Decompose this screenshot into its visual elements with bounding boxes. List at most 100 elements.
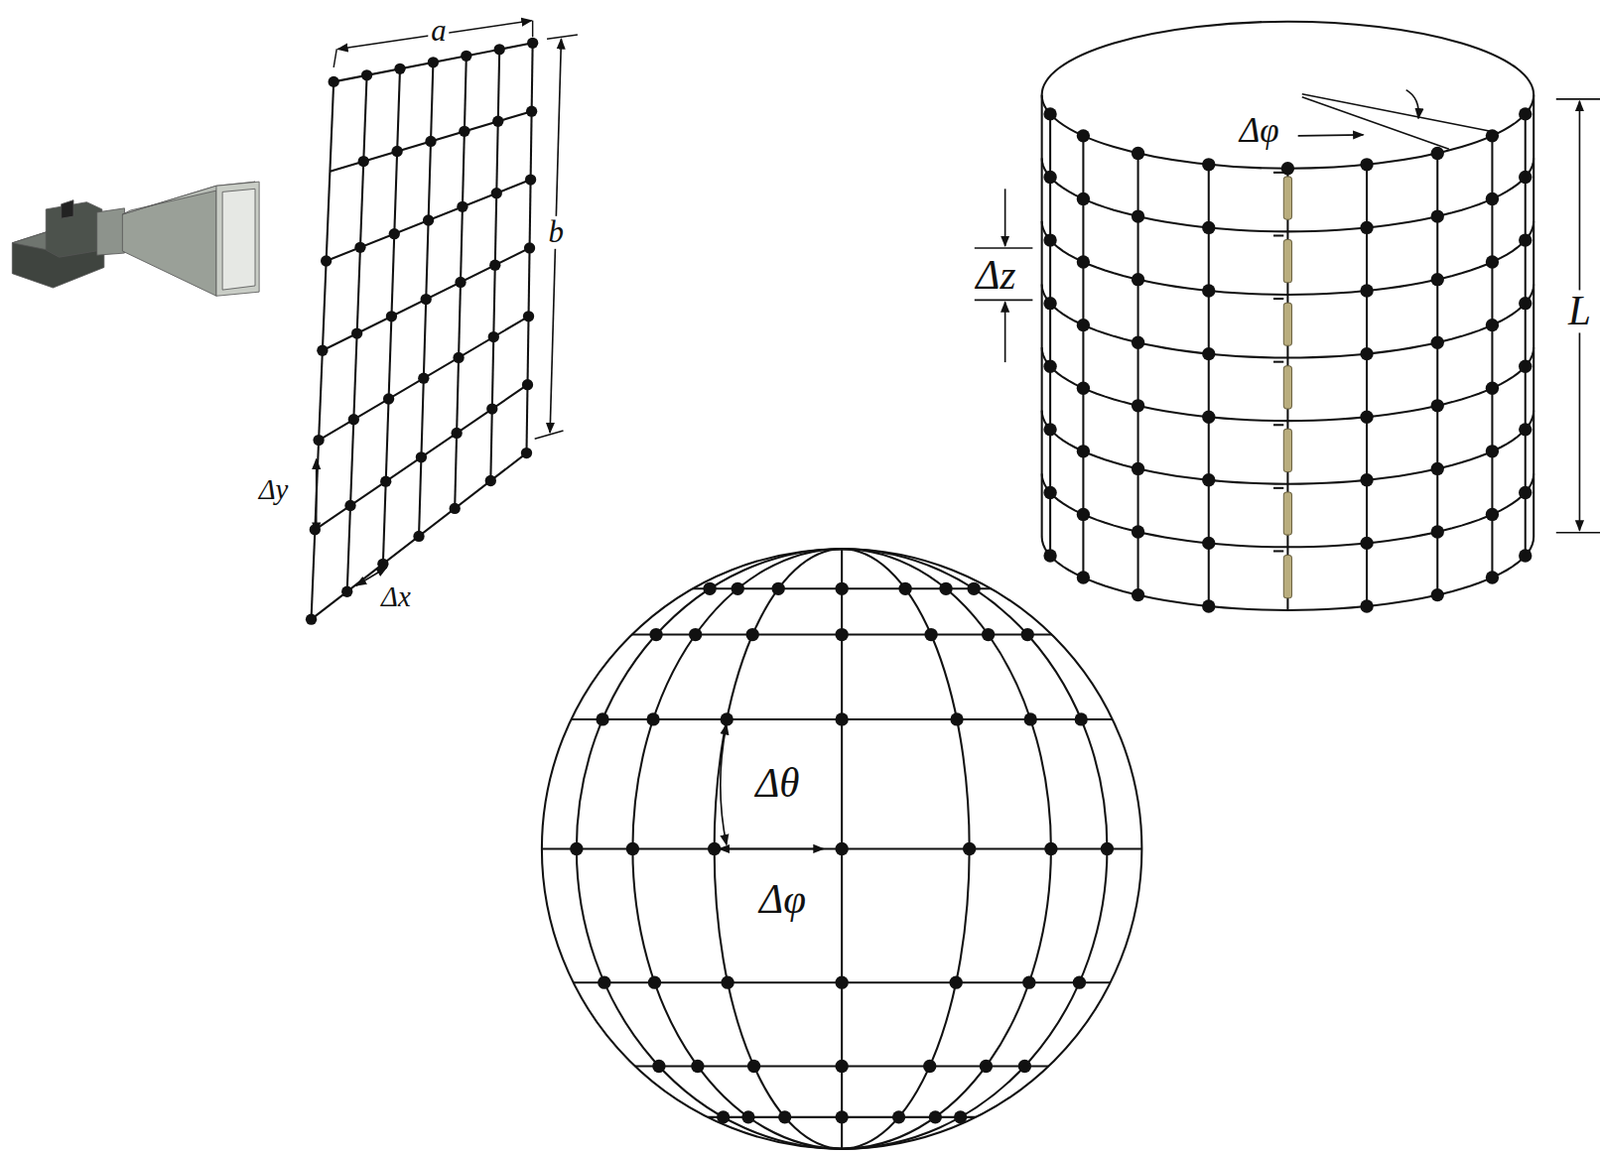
sample-point (1518, 360, 1532, 374)
sample-point (452, 352, 464, 364)
sample-point (731, 582, 745, 596)
sample-point (834, 1110, 848, 1124)
sample-point (1076, 255, 1090, 268)
sample-point (595, 712, 609, 726)
sample-point (354, 242, 366, 254)
cylindrical-grid (974, 21, 1600, 614)
sample-point (523, 310, 534, 322)
sample-point (834, 842, 848, 856)
sample-point (486, 402, 498, 414)
sample-point (1131, 399, 1145, 412)
sample-point (962, 842, 976, 856)
probe-tick (1273, 297, 1284, 300)
dimension-tick (532, 20, 534, 37)
dimension-label: Δz (972, 254, 1019, 297)
angle-arrow (719, 848, 824, 851)
sample-point (1131, 336, 1145, 350)
sphere-outline (541, 548, 1143, 1149)
sample-point (1076, 192, 1090, 206)
sample-point (626, 842, 640, 856)
sample-point (1076, 382, 1090, 396)
sample-point (1518, 422, 1532, 436)
sample-point (1359, 473, 1373, 487)
sample-point (1359, 410, 1373, 424)
sample-point (741, 1110, 755, 1124)
sample-point (1076, 444, 1090, 458)
dimension-label: Δx (378, 581, 414, 612)
sample-point (652, 1060, 666, 1073)
sample-point (1518, 107, 1532, 121)
sample-point (328, 76, 340, 88)
dimension-arrow (1004, 301, 1007, 363)
sample-point (690, 1060, 704, 1073)
sample-point (778, 1110, 792, 1124)
dimension-label: L (1565, 289, 1595, 333)
sample-point (949, 712, 963, 726)
sample-point (341, 586, 353, 598)
sample-point (1043, 486, 1057, 500)
sample-point (1485, 192, 1499, 206)
grid-line (383, 68, 400, 564)
angle-arrow (1406, 90, 1420, 120)
wedge-line (1302, 97, 1450, 149)
sample-point (1024, 712, 1038, 726)
sample-point (1131, 272, 1145, 286)
sample-point (1201, 283, 1215, 297)
sample-point (415, 451, 427, 463)
sample-point (524, 242, 535, 254)
sample-point (1131, 209, 1145, 223)
angle-arrow (1298, 134, 1364, 136)
probe (1283, 492, 1292, 535)
sample-point (316, 345, 328, 357)
sample-point (981, 628, 995, 642)
sample-point (1518, 233, 1532, 247)
sample-point (1485, 570, 1499, 584)
horn-part (216, 181, 260, 296)
sample-point (1201, 536, 1215, 550)
dimension-label: b (545, 216, 567, 249)
probe (1283, 176, 1292, 220)
sample-point (1431, 146, 1445, 160)
sample-point (309, 524, 321, 535)
sample-point (1131, 146, 1145, 160)
sample-point (1201, 410, 1215, 424)
probe (1283, 302, 1292, 346)
sample-point (488, 331, 500, 343)
sample-point (707, 842, 721, 856)
sample-point (967, 582, 981, 596)
horn-part (61, 200, 74, 220)
sample-point (1043, 548, 1057, 562)
sample-point (1431, 525, 1445, 538)
sample-point (716, 1110, 730, 1124)
probe-tick (1273, 549, 1284, 552)
sample-point (1518, 548, 1532, 562)
dimension-tick (1556, 532, 1600, 534)
grid-line (347, 75, 368, 592)
dimension-tick (333, 48, 337, 68)
sample-point (979, 1060, 993, 1073)
sample-point (391, 145, 402, 157)
sample-point (1359, 536, 1373, 550)
sample-point (702, 582, 716, 596)
sample-point (648, 975, 662, 989)
spherical-grid (541, 548, 1143, 1149)
sample-point (383, 393, 395, 404)
sample-point (772, 582, 786, 596)
sample-point (569, 842, 583, 856)
dimension-lines (316, 20, 578, 587)
sample-point (1485, 382, 1499, 396)
horn-part (45, 202, 103, 259)
probe (1283, 555, 1292, 599)
sample-point (1359, 157, 1373, 171)
sample-point (1201, 157, 1215, 171)
sample-point (1076, 570, 1090, 584)
sample-point (380, 475, 392, 487)
sample-point (1431, 272, 1445, 286)
sample-point (361, 69, 373, 81)
grid-line (311, 81, 335, 620)
sample-point (747, 1060, 761, 1073)
sample-point (460, 50, 472, 62)
sample-point (312, 434, 324, 446)
sample-point (1076, 508, 1090, 522)
sample-point (1074, 712, 1088, 726)
